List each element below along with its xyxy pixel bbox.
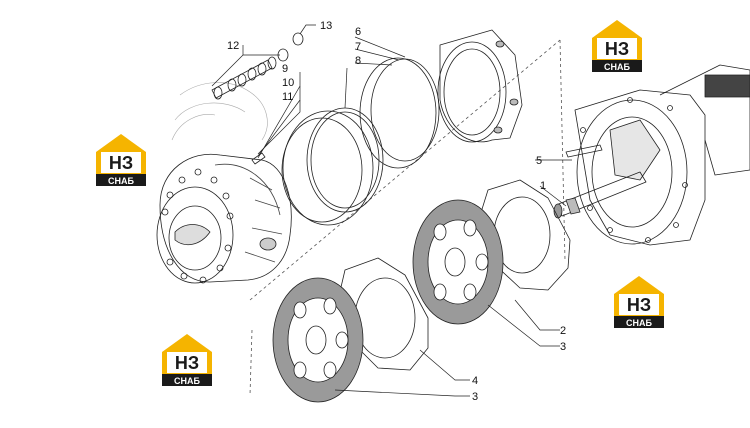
pin-part-11 xyxy=(251,152,266,165)
svg-text:НЗ: НЗ xyxy=(605,39,629,59)
shim-stack-part-12 xyxy=(211,48,289,100)
brand-logo-watermark: НЗ СНАБ xyxy=(588,16,646,74)
ring-part-9 xyxy=(306,107,384,213)
ring-part-7 xyxy=(359,57,437,169)
svg-text:СНАБ: СНАБ xyxy=(174,376,200,386)
wheel-hub xyxy=(156,153,292,284)
leader-lines xyxy=(211,24,572,397)
brand-logo-watermark: НЗ СНАБ xyxy=(610,272,668,330)
ring-part-10 xyxy=(281,110,374,226)
ring-part-8 xyxy=(370,58,440,162)
callout-12: 12 xyxy=(227,40,239,52)
friction-disc-part-3-lower xyxy=(272,277,364,403)
callout-13: 13 xyxy=(320,20,332,32)
brand-logo-watermark: НЗ СНАБ xyxy=(158,330,216,388)
callout-5: 5 xyxy=(536,155,542,167)
callout-3-lower: 3 xyxy=(472,391,478,403)
svg-text:СНАБ: СНАБ xyxy=(626,318,652,328)
callout-3-upper: 3 xyxy=(560,341,566,353)
brand-logo-watermark: НЗ СНАБ xyxy=(92,130,150,188)
callout-1: 1 xyxy=(540,180,546,192)
axle-housing xyxy=(574,64,750,246)
svg-text:СНАБ: СНАБ xyxy=(108,176,134,186)
svg-text:НЗ: НЗ xyxy=(109,153,133,173)
axle-housing-ghost xyxy=(171,82,268,141)
callout-11: 11 xyxy=(282,91,293,103)
callout-8: 8 xyxy=(355,55,361,67)
callout-labels: 13 12 9 10 11 6 7 8 5 1 2 3 4 3 xyxy=(227,20,566,403)
assembly-plane-outline xyxy=(249,39,566,396)
callout-7: 7 xyxy=(355,41,361,53)
piston-housing-part-6 xyxy=(437,29,523,143)
callout-2: 2 xyxy=(560,325,566,337)
callout-6: 6 xyxy=(355,26,361,38)
o-ring-part-13 xyxy=(292,32,304,46)
shaft-part-1 xyxy=(553,171,647,219)
callout-10: 10 xyxy=(282,77,294,89)
svg-text:НЗ: НЗ xyxy=(175,353,199,373)
svg-text:НЗ: НЗ xyxy=(627,295,651,315)
callout-9: 9 xyxy=(282,63,288,75)
callout-4: 4 xyxy=(472,375,478,387)
bolt-part-5 xyxy=(565,144,603,158)
friction-disc-part-3-upper xyxy=(412,199,504,325)
svg-text:СНАБ: СНАБ xyxy=(604,62,630,72)
